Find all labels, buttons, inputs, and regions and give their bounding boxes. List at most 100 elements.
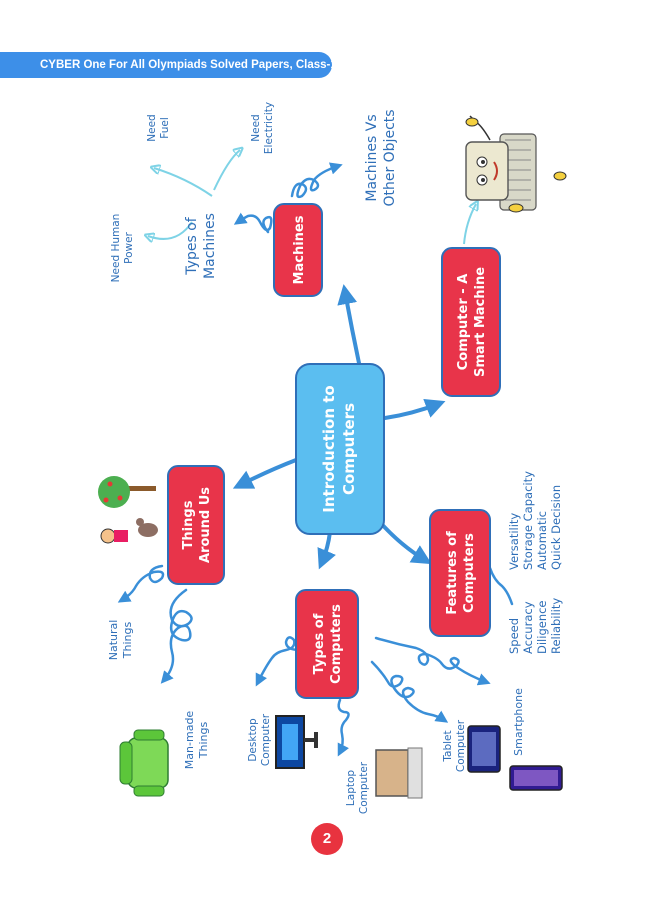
need-fuel-line1: Need [146,114,158,141]
arrow-need-human [148,221,193,239]
arrow-need-fuel [154,168,213,197]
page-number: 2 [311,823,343,855]
desktop-stand [304,738,316,742]
arrow-center-smart [383,398,446,420]
curl-tablet [370,660,449,723]
center-node: Introduction to Computers [295,363,385,535]
things-box [167,465,225,585]
labels: Types of Machines Need Human Power Need … [107,102,563,814]
robot-keys [505,139,531,201]
types-machines-line2: Machines [202,213,218,279]
features-line1: Features of [445,531,460,615]
machines-vs-line1: Machines Vs [364,114,380,201]
desktop-line1: Desktop [247,718,259,762]
arrow-center-machines [337,284,362,370]
smartphone-label: Smartphone [512,688,525,756]
curl-machines-vs [290,162,343,199]
animal-head [136,518,144,526]
need-electricity-line1: Need [250,114,262,141]
feature-a-3: Diligence [535,600,549,654]
arrow-need-electricity [213,150,240,191]
center-title-line1: Introduction to [320,385,338,512]
robot-hand-top [465,117,479,127]
arrow-center-types [317,530,336,570]
feature-a-1: Speed [507,618,521,654]
curl-types-of-machines [233,212,273,234]
tablet-screen-inner [472,732,496,766]
desktop-line2: Computer [260,713,272,766]
computer-robot-illustration [465,115,567,213]
node-features: Features of Computers [429,509,491,637]
types-machines-line1: Types of [184,216,200,275]
tree-fruit-2 [117,495,123,501]
tablet-line2: Computer [455,719,467,772]
smart-line1: Computer - A [456,274,471,371]
robot-hand-right [553,171,567,181]
machines-box [273,203,323,297]
smart-box [441,247,501,397]
robot-monitor [465,141,509,201]
manmade-line1: Man-made [183,711,196,770]
tree-canopy [98,476,130,508]
things-line2: Around Us [198,487,213,563]
feature-b-1: Versatility [507,513,521,570]
tablet-illustration [467,725,501,773]
animal-body [138,523,158,537]
node-types-computers: Types of Computers [295,589,359,699]
need-fuel-line2: Fuel [159,117,171,139]
smart-line2: Smart Machine [473,267,488,377]
features-box [429,509,491,637]
natural-line1: Natural [107,620,120,661]
children-animals-illustration [100,518,158,544]
machines-label: Machines [292,215,307,284]
sofa-arm-top [133,729,165,741]
tree-fruit-1 [107,481,113,487]
arrow-smart-robot [463,204,476,245]
need-human-line2: Power [123,231,135,263]
robot-smile [493,161,498,181]
center-title-line2: Computers [340,403,358,495]
curl-desktop [255,636,302,687]
curly-connectors [117,162,514,757]
tree-fruit-3 [103,497,109,503]
feature-a-4: Reliability [549,598,563,654]
header-banner: CYBER One For All Olympiads Solved Paper… [0,52,337,78]
laptop-base [407,747,423,799]
desktop-base [314,732,318,748]
laptop-screen [375,749,409,797]
child-head [100,528,116,544]
desktop-illustration [275,715,318,769]
features-line2: Computers [462,533,477,613]
header-title: CYBER One For All Olympiads Solved Paper… [40,59,337,71]
curl-manmade [160,588,193,684]
need-human-line1: Need Human [110,214,122,283]
node-machines: Machines [273,203,323,297]
tree-illustration [98,476,156,508]
arrow-center-features [376,518,432,565]
feature-a-2: Accuracy [521,601,535,654]
child-body [114,530,128,542]
laptop-line2: Computer [358,761,370,814]
node-things-around: Things Around Us [167,465,225,585]
laptop-illustration [375,747,423,799]
machines-vs-line2: Other Objects [382,109,398,206]
outline-arrows [148,150,476,245]
curl-smartphone [374,636,491,686]
curl-laptop [337,698,350,757]
sofa-body [127,737,169,789]
center-box [295,363,385,535]
natural-line2: Things [121,622,134,660]
curl-natural [117,564,165,603]
feature-b-3: Automatic [535,511,549,570]
curl-features [488,566,514,606]
tree-trunk [128,486,156,491]
types-computers-line1: Types of [312,613,327,674]
phone-screen [514,770,558,786]
types-computers-line2: Computers [329,604,344,684]
robot-pupil-left [481,160,485,164]
arrow-center-things [232,458,298,489]
robot-pupil-right [481,178,485,182]
sofa-illustration [119,729,169,797]
sofa-back [119,741,133,785]
feature-b-2: Storage Capacity [521,471,535,570]
